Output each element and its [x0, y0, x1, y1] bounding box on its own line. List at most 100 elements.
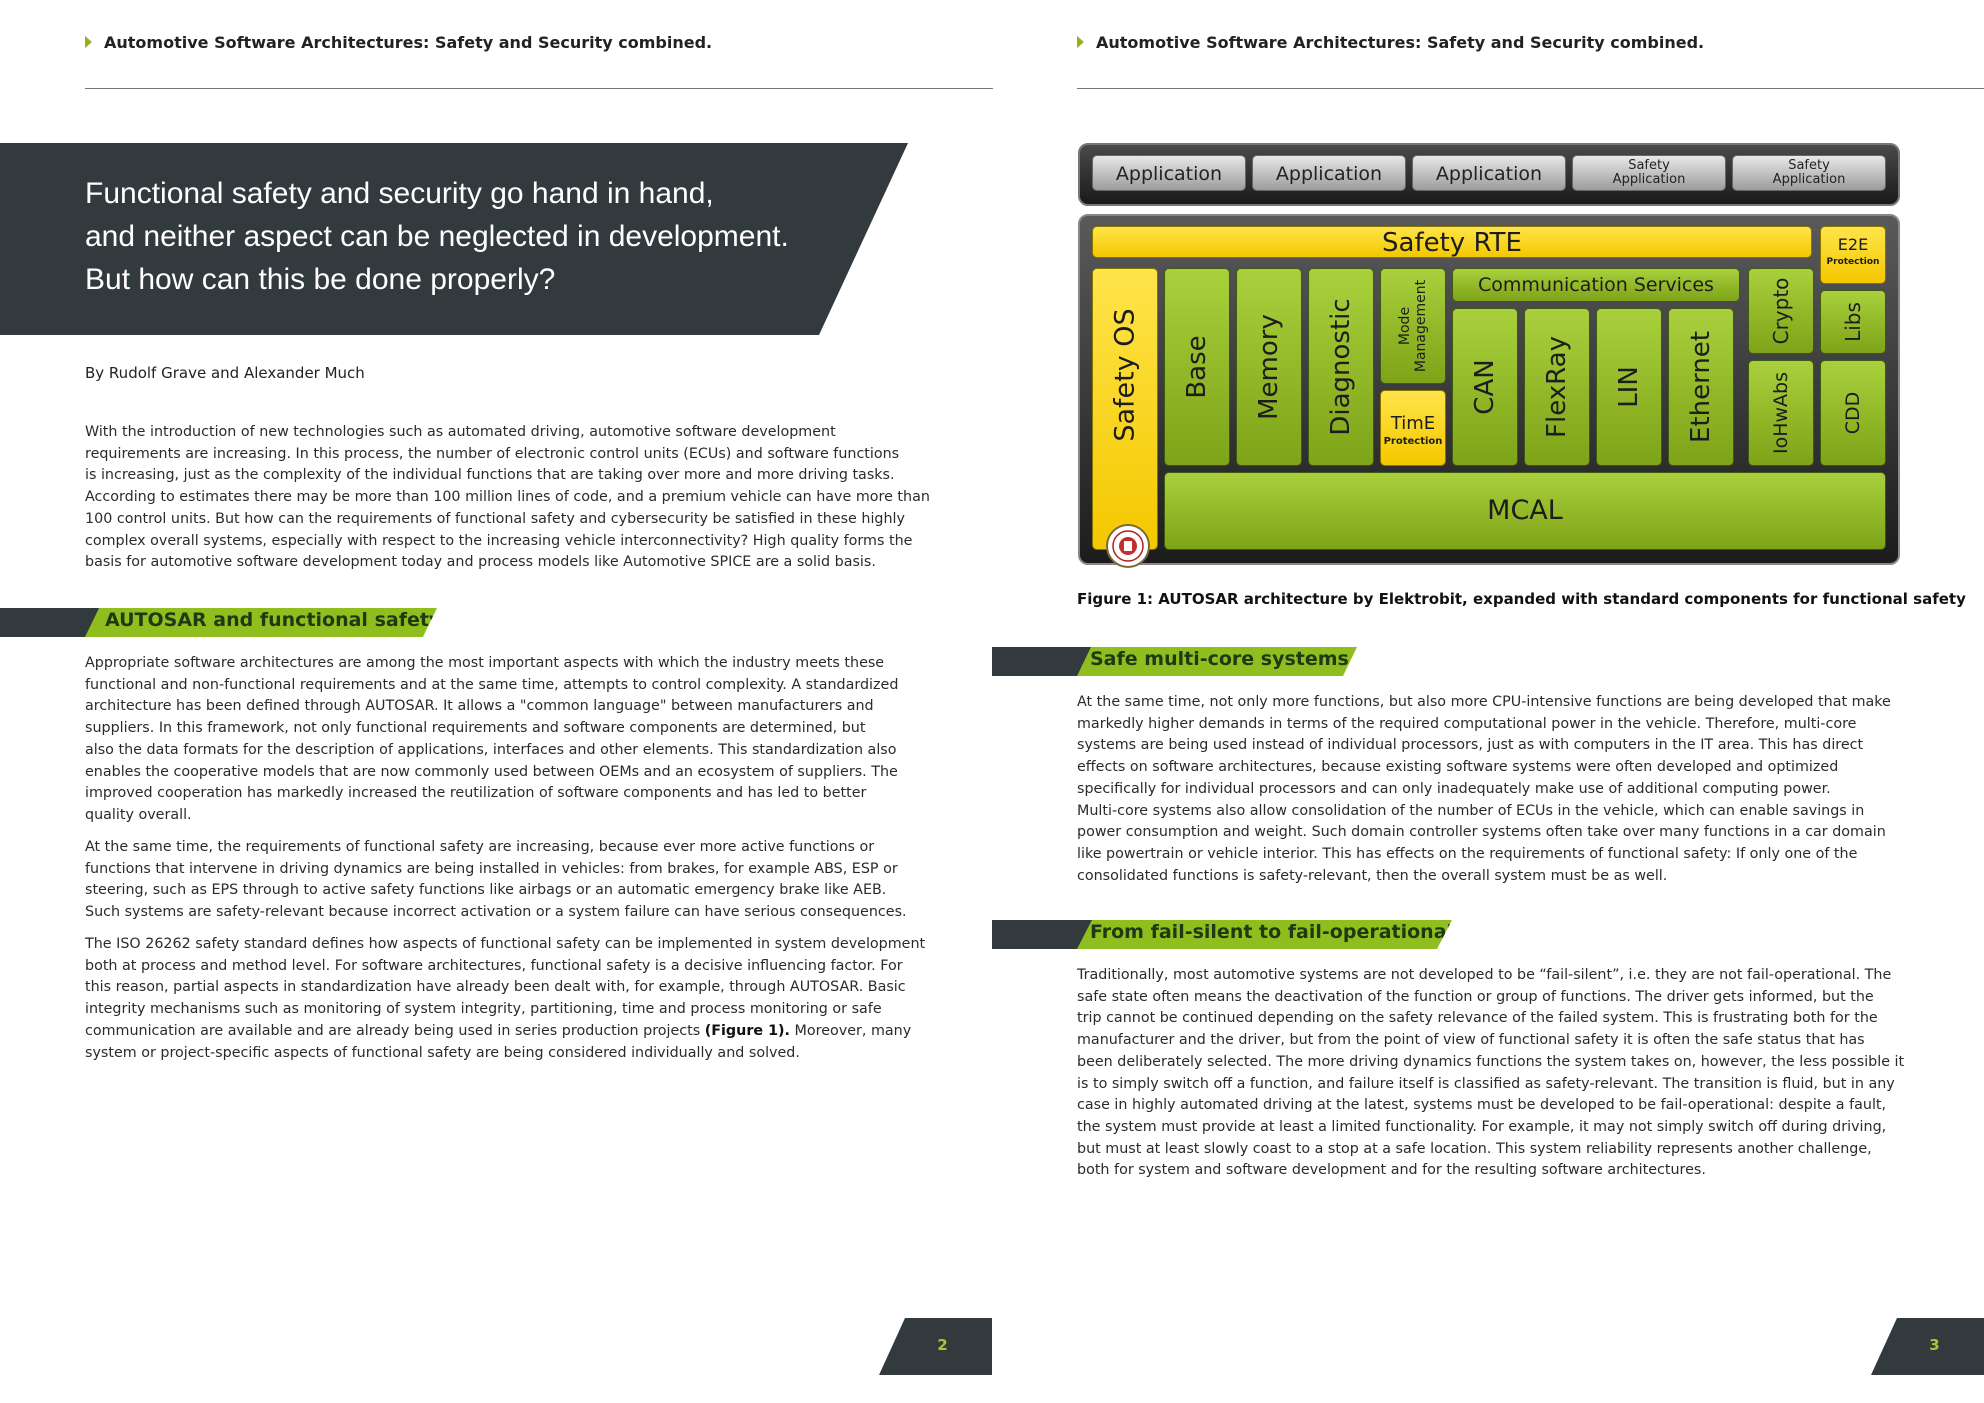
block-label-line: Management: [1413, 279, 1429, 373]
autosar-architecture-figure: Application Application Application Safe…: [1078, 143, 1900, 568]
text-line: quality overall.: [85, 806, 192, 823]
block-label: Ethernet: [1686, 331, 1716, 443]
block-label: CAN: [1470, 359, 1500, 415]
safety-rte-block: Safety RTE: [1092, 226, 1812, 258]
left-running-header: Automotive Software Architectures: Safet…: [85, 33, 712, 57]
box-label-line: Safety: [1628, 158, 1670, 173]
block-label: Safety OS: [1109, 308, 1141, 443]
section-title: AUTOSAR and functional safety: [105, 609, 442, 631]
block-label: MCAL: [1487, 495, 1563, 526]
text-line: Traditionally, most automotive systems a…: [1077, 967, 1892, 983]
right-running-header-text: Automotive Software Architectures: Safet…: [1096, 33, 1705, 52]
text-line: systems are being used instead of indivi…: [1077, 737, 1864, 754]
figure-reference: (Figure 1).: [704, 1022, 790, 1039]
text-line: also the data formats for the descriptio…: [85, 741, 897, 758]
ethernet-block: Ethernet: [1668, 308, 1734, 466]
autosar-paragraph-2: At the same time, the requirements of fu…: [85, 837, 907, 924]
text-line: functions that intervene in driving dyna…: [85, 860, 898, 877]
text-line: 100 control units. But how can the requi…: [85, 510, 905, 527]
diagnostic-block: Diagnostic: [1308, 268, 1374, 466]
box-label-line: Safety: [1788, 158, 1830, 173]
memory-block: Memory: [1236, 268, 1302, 466]
byline: By Rudolf Grave and Alexander Much: [85, 364, 365, 382]
text-line: safe state often means the deactivation …: [1077, 988, 1874, 1005]
text-line: system or project-specific aspects of fu…: [85, 1044, 800, 1061]
block-label: CDD: [1842, 391, 1864, 435]
safety-application-box: Safety Application: [1572, 155, 1726, 191]
page-number: 3: [1929, 1336, 1940, 1354]
iohwabs-block: IoHwAbs: [1748, 360, 1814, 466]
can-block: CAN: [1452, 308, 1518, 466]
box-label-line: Application: [1772, 172, 1846, 187]
crypto-block: Crypto: [1748, 268, 1814, 354]
text-line: power consumption and weight. Such domai…: [1077, 824, 1886, 841]
block-label: Diagnostic: [1326, 298, 1356, 436]
text-line: According to estimates there may be more…: [85, 489, 930, 506]
section-heading-multicore: Safe multi-core systems: [992, 647, 1362, 676]
mcal-block: MCAL: [1164, 472, 1886, 550]
section-heading-autosar: AUTOSAR and functional safety: [0, 608, 440, 637]
section-heading-failop: From fail-silent to fail-operational: [992, 920, 1462, 949]
block-label: IoHwAbs: [1770, 371, 1792, 455]
communication-services-block: Communication Services: [1452, 268, 1740, 302]
time-protection-block: TimE Protection: [1380, 390, 1446, 466]
text-line: effects on software architectures, becau…: [1077, 759, 1839, 776]
lin-block: LIN: [1596, 308, 1662, 466]
text-line: both at process and method level. For so…: [85, 957, 903, 974]
block-label: Memory: [1254, 314, 1284, 420]
text-line: enables the cooperative models that are …: [85, 763, 898, 780]
block-label: E2E: [1837, 235, 1869, 254]
text-line: specifically for individual processors a…: [1077, 780, 1831, 797]
hero-line-2: and neither aspect can be neglected in d…: [85, 220, 789, 253]
block-label: Libs: [1841, 302, 1865, 342]
text-line: At the same time, not only more function…: [1077, 694, 1891, 710]
right-header-divider: [1077, 88, 1984, 89]
text-line: markedly higher demands in terms of the …: [1077, 715, 1857, 732]
hero-line-3: But how can this be done properly?: [85, 263, 556, 296]
text-line: suppliers. In this framework, not only f…: [85, 720, 866, 737]
box-label-line: Application: [1612, 172, 1686, 187]
multicore-paragraph: At the same time, not only more function…: [1077, 692, 1891, 887]
text-line: basis for automotive software developmen…: [85, 554, 876, 571]
intro-paragraph: With the introduction of new technologie…: [85, 422, 930, 574]
text-line: case in highly automated driving at the …: [1077, 1097, 1887, 1114]
figure-caption: Figure 1: AUTOSAR architecture by Elektr…: [1077, 590, 1966, 608]
text-line: this reason, partial aspects in standard…: [85, 979, 906, 996]
block-label: Communication Services: [1478, 274, 1714, 296]
block-sublabel: Protection: [1383, 436, 1443, 447]
right-running-header: Automotive Software Architectures: Safet…: [1077, 33, 1704, 57]
block-label-line: Mode: [1397, 306, 1413, 346]
mode-management-block: Mode Management: [1380, 268, 1446, 384]
text-line: integrity mechanisms such as monitoring …: [85, 1001, 882, 1018]
block-label: FlexRay: [1542, 336, 1572, 438]
text-line: manufacturer and the driver, but from th…: [1077, 1032, 1865, 1049]
block-label: Base: [1182, 335, 1212, 399]
cdd-block: CDD: [1820, 360, 1886, 466]
hero-banner: [0, 143, 908, 335]
chevron-right-icon: [85, 36, 92, 48]
text-line: Appropriate software architectures are a…: [85, 655, 885, 671]
page-number: 2: [937, 1336, 948, 1354]
text-fragment: communication are available and are alre…: [85, 1022, 705, 1039]
block-label: LIN: [1614, 366, 1644, 408]
text-line: functional and non-functional requiremen…: [85, 676, 899, 693]
failop-paragraph: Traditionally, most automotive systems a…: [1077, 965, 1904, 1182]
left-running-header-text: Automotive Software Architectures: Safet…: [104, 33, 713, 52]
safety-application-box: Safety Application: [1732, 155, 1886, 191]
page-number-right: 3: [1871, 1318, 1984, 1375]
text-line: been deliberately selected. The more dri…: [1077, 1053, 1905, 1070]
text-line: The ISO 26262 safety standard defines ho…: [85, 936, 926, 952]
text-line: like powertrain or vehicle interior. Thi…: [1077, 845, 1858, 862]
application-layer: Application Application Application Safe…: [1078, 143, 1900, 206]
text-line: is to simply switch off a function, and …: [1077, 1075, 1895, 1092]
certification-seal-icon: [1106, 524, 1150, 568]
left-header-divider: [85, 88, 993, 89]
text-line: but must at least slowly coast to a stop…: [1077, 1140, 1872, 1157]
text-line: complex overall systems, especially with…: [85, 532, 913, 549]
text-line: With the introduction of new technologie…: [85, 424, 836, 440]
page-number-left: 2: [879, 1318, 992, 1375]
text-line: the system must provide at least a limit…: [1077, 1118, 1887, 1135]
application-box: Application: [1092, 155, 1246, 191]
hero-line-1: Functional safety and security go hand i…: [85, 177, 714, 210]
text-line: requirements are increasing. In this pro…: [85, 445, 900, 462]
